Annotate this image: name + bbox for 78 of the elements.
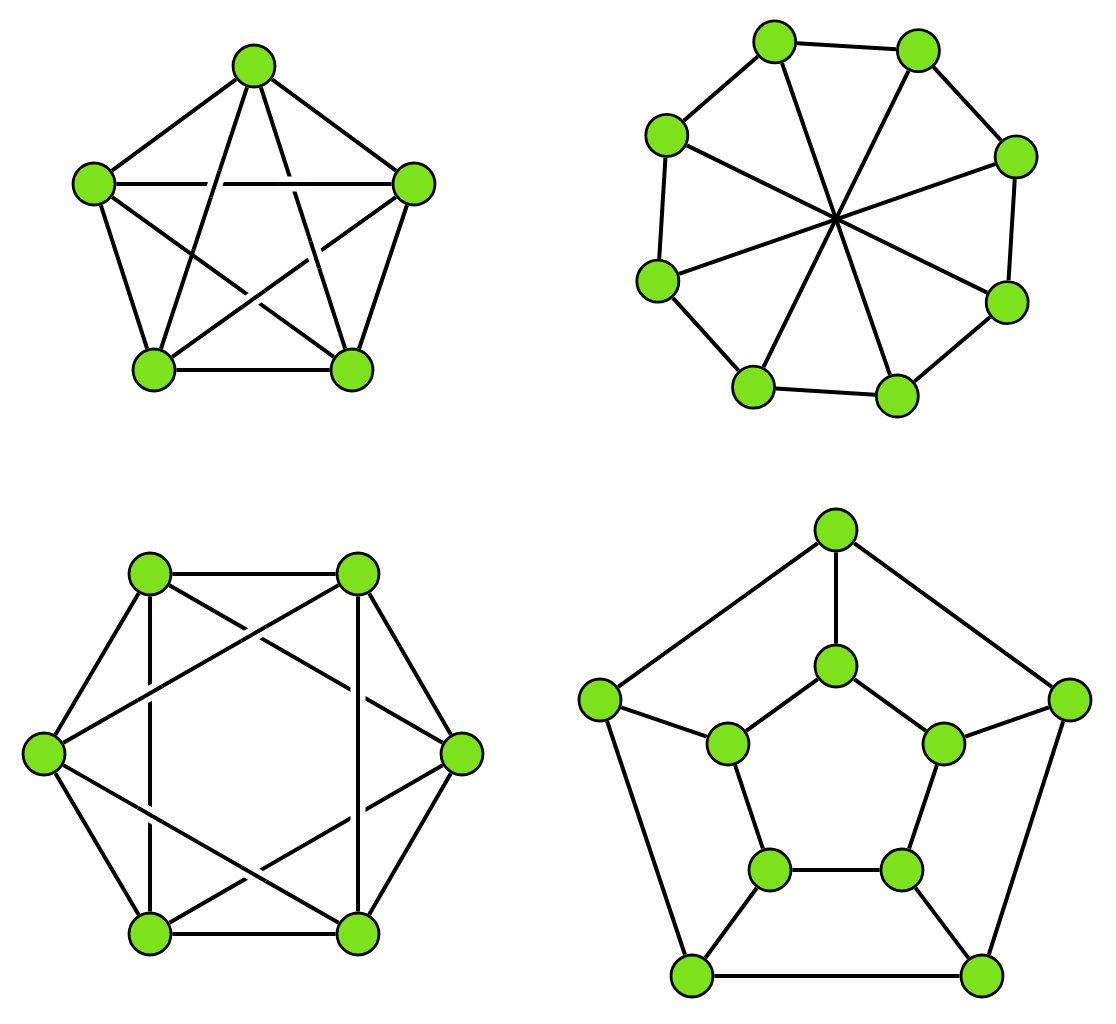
vertex-circle [747, 847, 793, 893]
vertex-circle [921, 721, 967, 767]
graph-edge [357, 204, 409, 350]
graph-edge [168, 583, 444, 745]
graph-edge [617, 541, 819, 689]
vertex-circle [577, 677, 623, 723]
vertex-circle [127, 551, 173, 597]
vertex-circle [635, 258, 681, 304]
vertex-circle [127, 911, 173, 957]
graph-edge [620, 705, 708, 739]
graph-edge [780, 62, 892, 376]
graph-edge [745, 677, 819, 733]
vertex-circle [1047, 677, 1093, 723]
graph-edge [99, 204, 150, 350]
vertex-circle [984, 280, 1030, 325]
graph-edge [171, 195, 397, 359]
graph-edge [678, 162, 996, 276]
graph-edge [258, 86, 348, 350]
graph-edge [733, 764, 765, 850]
vertex-circle [131, 347, 177, 393]
graph-edge [110, 77, 238, 173]
graph-edge [605, 720, 687, 956]
vertex-circle [335, 551, 381, 597]
graph-edge [270, 77, 398, 173]
vertex-circle [335, 911, 381, 957]
vertex-circle [329, 347, 375, 393]
graph-edge [53, 772, 141, 916]
vertex-circle [644, 113, 690, 158]
graph-edge [671, 296, 741, 372]
graph-edge [852, 541, 1054, 689]
graph-edge [907, 764, 939, 850]
vertex-circle [391, 161, 437, 207]
graph-edge [796, 41, 897, 52]
vertex-circle [752, 19, 798, 65]
graph-edge [932, 65, 1003, 142]
graph-edge [350, 596, 366, 912]
vertex-circle [21, 731, 67, 777]
vertex-circle [71, 161, 117, 207]
graph-edge [367, 772, 453, 916]
vertex-circle [669, 953, 715, 999]
vertex-circle [731, 364, 776, 410]
vertex-circle [896, 28, 941, 74]
graph-edge [172, 932, 336, 936]
graph-edge [657, 157, 668, 259]
vertex-circle [439, 731, 485, 777]
graph-edge [172, 572, 336, 576]
graph-edge [176, 368, 330, 372]
vertex-circle [813, 643, 859, 689]
graph-edge [116, 176, 392, 192]
graph-edge [148, 596, 152, 912]
graph-edge [703, 886, 759, 960]
vertex-circle [874, 373, 920, 419]
graph-edge [913, 886, 971, 960]
graph-edge [714, 974, 960, 978]
graph-edge [1006, 179, 1017, 281]
graph-edge [62, 763, 340, 925]
graph-edge [53, 592, 141, 736]
graph-edge [853, 677, 927, 733]
vertex-circle [231, 43, 277, 89]
graph-edge [111, 195, 335, 359]
vertex-circle [959, 953, 1005, 999]
graph-edge [986, 720, 1066, 956]
vertex-circle [813, 507, 859, 553]
vertex-circle [879, 847, 925, 893]
graph-edge [792, 868, 880, 872]
graph-edge [62, 583, 340, 745]
graph-edge [168, 763, 444, 925]
graph-edge [964, 705, 1050, 739]
graph-edge [834, 552, 838, 644]
vertex-circle [705, 721, 751, 767]
graph-edge [367, 592, 453, 736]
graph-edge [913, 315, 992, 384]
graph-edge [686, 143, 988, 295]
graph-edge [775, 386, 876, 397]
graph-edge [159, 86, 249, 350]
graph-edge [761, 69, 911, 368]
vertex-circle [993, 134, 1039, 180]
graph-edge [682, 55, 760, 123]
